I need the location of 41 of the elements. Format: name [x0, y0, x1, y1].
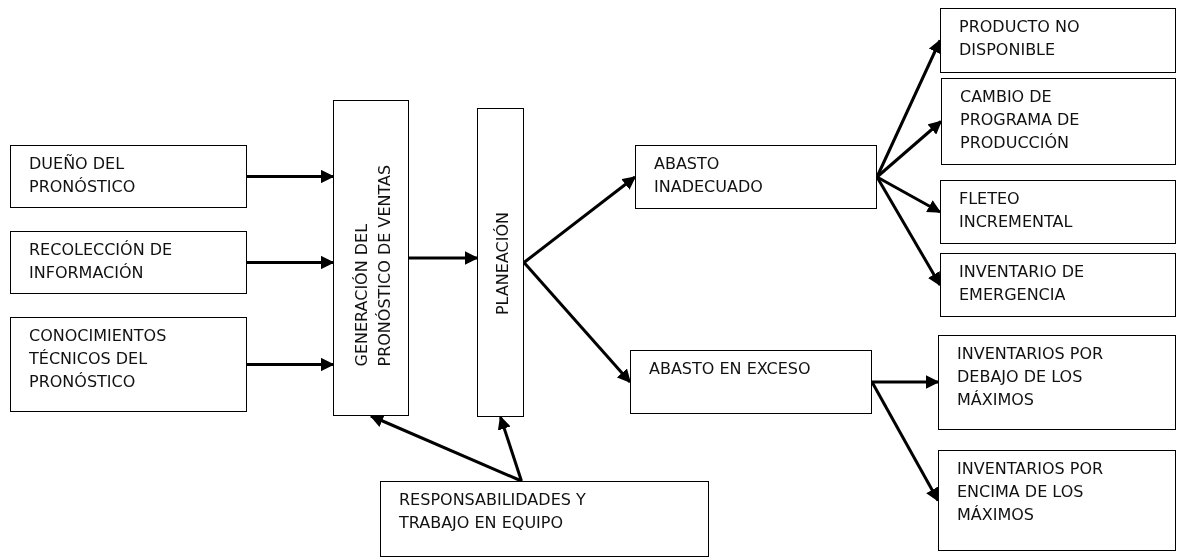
process-box	[635, 145, 877, 209]
arrow	[876, 120, 942, 179]
box-label: ABASTO INADECUADO	[654, 153, 764, 198]
box-label: PRODUCTO NO DISPONIBLE	[959, 16, 1081, 61]
process-box	[940, 8, 1176, 73]
box-label: INVENTARIOS POR DEBAJO DE LOS MÁXIMOS	[957, 343, 1105, 411]
box-label: INVENTARIOS POR ENCIMA DE LOS MÁXIMOS	[957, 458, 1105, 526]
arrow	[522, 261, 632, 383]
box-label: GENERACIÓN DEL PRONÓSTICO DE VENTAS	[350, 163, 394, 367]
arrow	[247, 357, 335, 372]
arrow	[523, 175, 637, 264]
process-box	[630, 350, 872, 414]
arrow	[247, 255, 335, 270]
arrow	[497, 415, 523, 482]
process-box	[938, 335, 1176, 430]
arrow	[870, 381, 940, 502]
arrow	[876, 175, 942, 214]
box-label: ABASTO EN EXCESO	[649, 358, 812, 380]
box-label: FLETEO INCREMENTAL	[959, 188, 1074, 233]
box-label: PLANEACIÓN	[491, 210, 512, 318]
process-box	[940, 180, 1176, 244]
process-column	[477, 108, 524, 417]
arrow	[872, 375, 940, 389]
process-box	[10, 317, 247, 412]
process-box	[10, 145, 247, 208]
arrow	[875, 176, 942, 287]
process-column	[333, 100, 409, 416]
process-box	[938, 450, 1176, 551]
box-label: CAMBIO DE PROGRAMA DE PRODUCCIÓN	[960, 86, 1081, 154]
process-box	[940, 253, 1176, 317]
box-label: RECOLECCIÓN DE INFORMACIÓN	[29, 239, 174, 284]
arrow	[369, 414, 523, 483]
box-label: INVENTARIO DE EMERGENCIA	[959, 261, 1086, 306]
arrow	[247, 169, 335, 184]
box-label: CONOCIMIENTOS TÉCNICOS DEL PRONÓSTICO	[29, 325, 168, 393]
process-box	[10, 231, 247, 294]
process-box	[941, 78, 1176, 165]
box-label: RESPONSABILIDADES Y TRABAJO EN EQUIPO	[399, 489, 587, 534]
process-box	[380, 481, 709, 557]
box-label: DUEÑO DEL PRONÓSTICO	[29, 153, 137, 198]
arrow	[409, 251, 479, 265]
